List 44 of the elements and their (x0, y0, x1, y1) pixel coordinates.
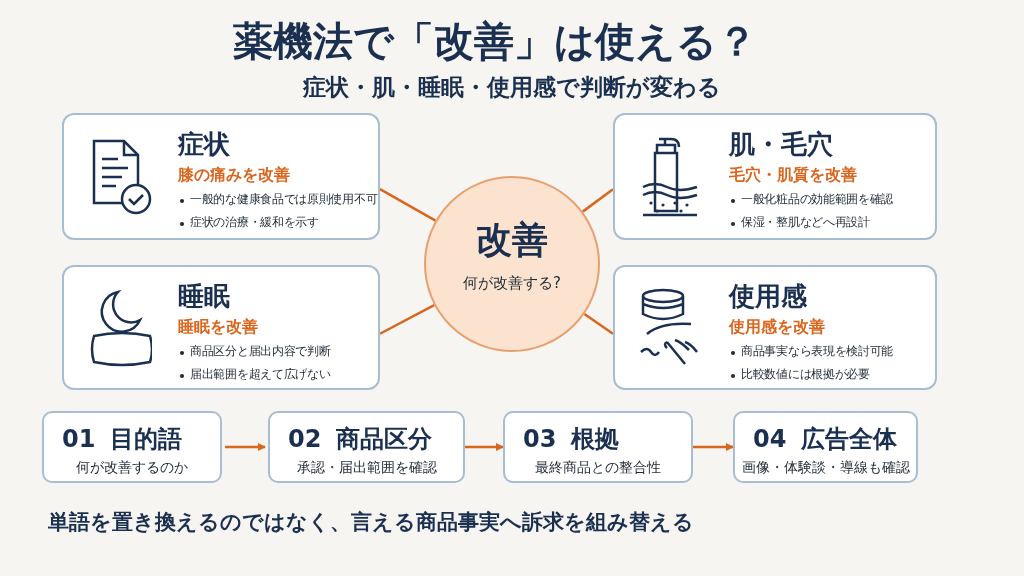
subtitle: 症状・肌・睡眠・使用感で判断が変わる (302, 73, 722, 102)
category-card (613, 265, 937, 390)
step-description: 画像・体験談・導線も確認 (740, 459, 911, 477)
connector-line (379, 188, 437, 222)
card-subtitle: 毛穴・肌質を改善 (729, 165, 857, 186)
card-subtitle: 睡眠を改善 (178, 317, 258, 338)
arrow (465, 443, 504, 451)
card-subtitle: 膝の痛みを改善 (178, 165, 290, 186)
step-box (42, 411, 222, 483)
step-description: 何が改善するのか (75, 459, 189, 477)
step-description: 承認・届出範囲を確認 (295, 459, 438, 477)
bullet-text: 症状の治療・緩和を示す (190, 214, 319, 231)
category-card (62, 265, 380, 390)
center-heading: 改善 (475, 218, 549, 262)
step-description: 最終商品との整合性 (534, 459, 662, 477)
step-box (733, 411, 918, 483)
bullet-text: 保湿・整肌などへ再設計 (741, 214, 870, 231)
connector-line (583, 313, 614, 335)
step-box (503, 411, 693, 483)
category-card (613, 113, 937, 240)
step-heading: 04 広告全体 (753, 424, 897, 455)
connector-line (581, 188, 614, 213)
step-heading: 02 商品区分 (288, 424, 432, 455)
step-box (268, 411, 465, 483)
card-subtitle: 使用感を改善 (729, 317, 825, 338)
center-question: 何が改善する? (462, 274, 562, 293)
summary-text: 単語を置き換えるのではなく、言える商品事実へ訴求を組み替える (48, 509, 694, 536)
bullet-text: 商品事実なら表現を検討可能 (741, 343, 894, 360)
card-title: 肌・毛穴 (729, 128, 833, 161)
arrow (225, 443, 266, 451)
bullet-text: 一般化粧品の効能範囲を確認 (741, 191, 894, 208)
title: 薬機法で「改善」は使える？ (232, 17, 758, 66)
card-title: 睡眠 (178, 280, 230, 313)
step-heading: 01 目的語 (62, 424, 182, 455)
step-heading: 03 根拠 (523, 424, 619, 455)
bullet-text: 比較数値には根拠が必要 (741, 366, 870, 383)
bullet-text: 商品区分と届出内容で判断 (190, 343, 331, 360)
card-title: 使用感 (729, 280, 807, 313)
category-card (62, 113, 380, 240)
connector-line (379, 304, 435, 335)
card-title: 症状 (178, 128, 230, 161)
bullet-text: 届出範囲を超えて広げない (190, 366, 331, 383)
bullet-text: 一般的な健康食品では原則使用不可 (190, 191, 378, 208)
arrow (693, 443, 734, 451)
